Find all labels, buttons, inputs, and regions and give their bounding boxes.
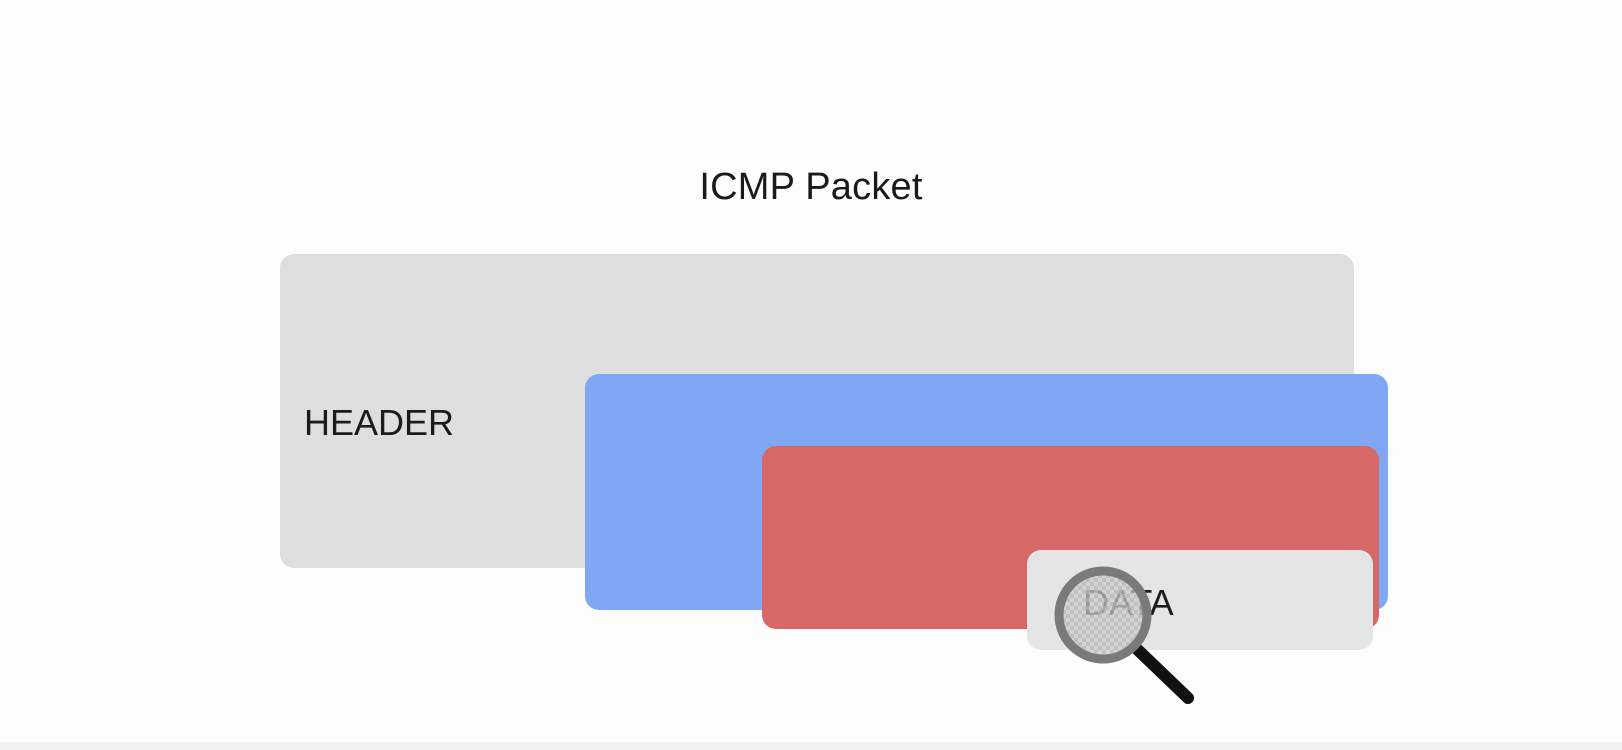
diagram-title: ICMP Packet [699,166,923,208]
bottom-strip [0,742,1622,750]
header-label: HEADER [304,402,455,443]
magnifying-glass-icon [1054,566,1194,704]
